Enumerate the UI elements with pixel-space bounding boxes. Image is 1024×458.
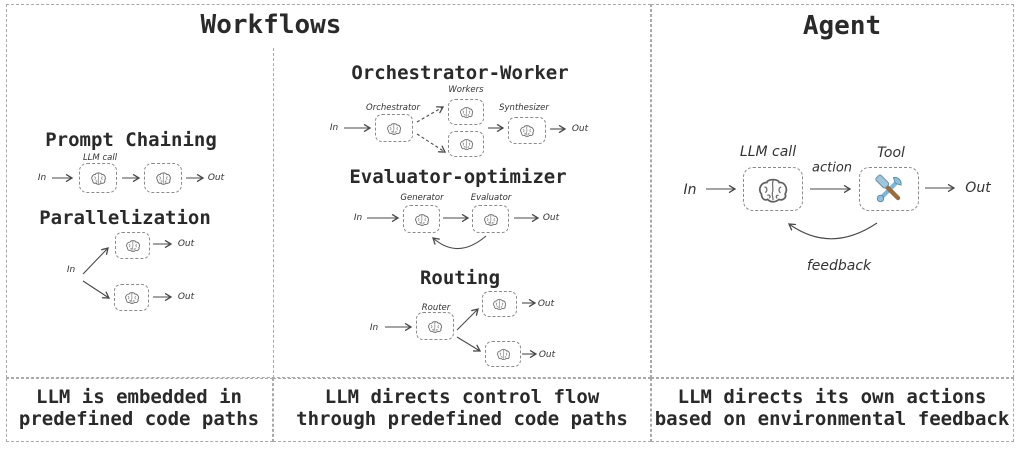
caption-left-line1: LLM is embedded in: [36, 386, 242, 408]
synthesizer-label: Synthesizer: [499, 103, 549, 113]
agent-panel: [651, 4, 1014, 378]
parallelization-heading: Parallelization: [39, 207, 211, 229]
llm-call-label: LLM call: [739, 144, 797, 160]
action-label: action: [811, 160, 853, 176]
brain-icon: [123, 290, 141, 305]
out-label: Out: [177, 292, 195, 302]
generator-label: Generator: [400, 193, 444, 203]
out-label: Out: [207, 173, 225, 183]
orchestrator-label: Orchestrator: [366, 103, 420, 113]
caption-left-cell: [6, 378, 273, 442]
brain-icon: [518, 123, 536, 138]
orchestrator-node: [375, 114, 413, 142]
workflows-column-divider: [273, 48, 274, 378]
in-label: In: [37, 173, 47, 183]
out-label: Out: [571, 124, 589, 134]
in-label: In: [683, 182, 697, 198]
brain-icon: [89, 170, 108, 186]
brain-icon: [754, 174, 792, 205]
router-node: [416, 312, 454, 340]
evaluator-optimizer-heading: Evaluator-optimizer: [349, 166, 567, 188]
caption-middle-line1: LLM directs control flow: [324, 386, 600, 408]
caption-right-line1: LLM directs its own actions: [677, 386, 987, 408]
workflows-panel: [6, 4, 651, 378]
brain-icon: [385, 121, 403, 136]
worker-node-bottom: [448, 131, 484, 157]
out-label: Out: [965, 180, 991, 196]
router-label: Router: [421, 303, 451, 313]
in-label: In: [369, 323, 379, 333]
agent-llm-node: [743, 167, 803, 211]
evaluator-label: Evaluator: [470, 193, 512, 203]
brain-icon: [154, 170, 173, 186]
caption-middle-cell: [273, 378, 651, 442]
agent-tool-node: [859, 167, 919, 211]
brain-icon: [495, 347, 512, 361]
parallelization-node-top: [115, 232, 150, 259]
caption-right-cell: [651, 378, 1014, 442]
evaluator-node: [472, 205, 509, 233]
brain-icon: [482, 212, 500, 227]
out-label: Out: [177, 239, 195, 249]
brain-icon: [426, 319, 444, 334]
tool-label: Tool: [877, 145, 905, 161]
orchestrator-worker-heading: Orchestrator-Worker: [351, 62, 569, 84]
out-label: Out: [538, 350, 556, 360]
prompt-chaining-llm-node-2: [144, 163, 182, 193]
workflows-title: Workflows: [200, 10, 342, 40]
in-label: In: [329, 123, 339, 133]
agent-title: Agent: [802, 11, 882, 41]
brain-icon: [458, 105, 475, 119]
workers-label: Workers: [448, 85, 484, 95]
brain-icon: [491, 297, 508, 311]
out-label: Out: [537, 299, 555, 309]
out-label: Out: [542, 213, 560, 223]
worker-node-top: [448, 99, 484, 125]
brain-icon: [124, 238, 142, 253]
routing-heading: Routing: [419, 267, 501, 289]
feedback-label: feedback: [806, 258, 872, 274]
prompt-chaining-llm-node-1: [79, 163, 117, 193]
llm-call-label: LLM call: [82, 153, 118, 163]
route-node-bottom: [485, 341, 521, 367]
caption-middle-line2: through predefined code paths: [296, 408, 628, 430]
brain-icon: [413, 212, 431, 227]
generator-node: [403, 205, 440, 233]
synthesizer-node: [508, 117, 546, 144]
parallelization-node-bottom: [114, 284, 149, 311]
in-label: In: [353, 213, 363, 223]
hammer-and-wrench-icon: [873, 173, 905, 205]
caption-right-line2: based on environmental feedback: [654, 408, 1010, 430]
route-node-top: [482, 291, 517, 317]
brain-icon: [458, 137, 475, 151]
in-label: In: [66, 265, 76, 275]
caption-left-line2: predefined code paths: [18, 408, 260, 430]
prompt-chaining-heading: Prompt Chaining: [45, 129, 217, 151]
